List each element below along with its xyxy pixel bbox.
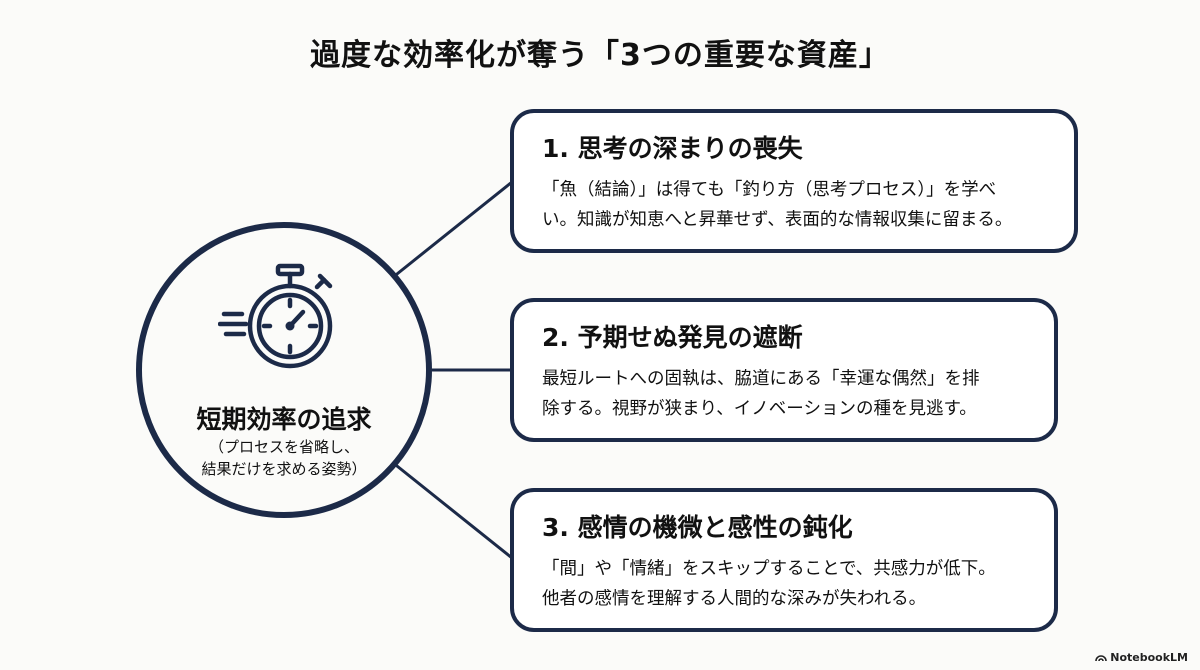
hub-subtitle-line: （プロセスを省略し、	[208, 438, 359, 456]
card-description-line: 「魚（結論）」は得ても「釣り方（思考プロセス）」を学べ	[542, 180, 997, 200]
connector-line-3	[391, 460, 513, 560]
card-description-line: 最短ルートへの固執は、脇道にある「幸運な偶然」を排	[542, 369, 980, 389]
hub-title: 短期効率の追求	[196, 405, 372, 434]
card-description: 「間」や「情緒」をスキップすることで、共感力が低下。 他者の感情を理解する人間的…	[542, 554, 996, 614]
card-title: 1. 思考の深まりの喪失	[542, 134, 803, 163]
card-description: 「魚（結論）」は得ても「釣り方（思考プロセス）」を学べ い。知識が知恵へと昇華せ…	[542, 175, 1012, 235]
card-description: 最短ルートへの固執は、脇道にある「幸運な偶然」を排 除する。視野が狭まり、イノベ…	[542, 364, 980, 424]
card-title: 2. 予期せぬ発見の遮断	[542, 323, 803, 352]
card-description-line: 他者の感情を理解する人間的な深みが失われる。	[542, 589, 927, 609]
card-description-line: 除する。視野が狭まり、イノベーションの種を見逃す。	[542, 399, 977, 419]
page-title: 過度な効率化が奪う「3つの重要な資産」	[310, 38, 890, 73]
asset-card-2: 2. 予期せぬ発見の遮断 最短ルートへの固執は、脇道にある「幸運な偶然」を排 除…	[510, 298, 1058, 442]
central-concept-circle: 短期効率の追求 （プロセスを省略し、 結果だけを求める姿勢）	[136, 222, 432, 518]
card-description-line: い。知識が知恵へと昇華せず、表面的な情報収集に留まる。	[542, 210, 1013, 230]
asset-card-3: 3. 感情の機微と感性の鈍化 「間」や「情緒」をスキップすることで、共感力が低下…	[510, 488, 1058, 632]
branding-label: NotebookLM	[1110, 651, 1188, 664]
hub-subtitle-line: 結果だけを求める姿勢）	[201, 460, 367, 478]
notebooklm-logo-icon	[1095, 655, 1108, 662]
card-description-line: 「間」や「情緒」をスキップすることで、共感力が低下。	[542, 559, 996, 579]
stopwatch-icon	[218, 263, 333, 369]
notebooklm-branding: NotebookLM	[1095, 651, 1188, 664]
asset-card-1: 1. 思考の深まりの喪失 「魚（結論）」は得ても「釣り方（思考プロセス）」を学べ…	[510, 109, 1078, 253]
hub-subtitle: （プロセスを省略し、 結果だけを求める姿勢）	[142, 436, 426, 480]
card-title: 3. 感情の機微と感性の鈍化	[542, 513, 853, 542]
connector-line-1	[391, 180, 513, 280]
